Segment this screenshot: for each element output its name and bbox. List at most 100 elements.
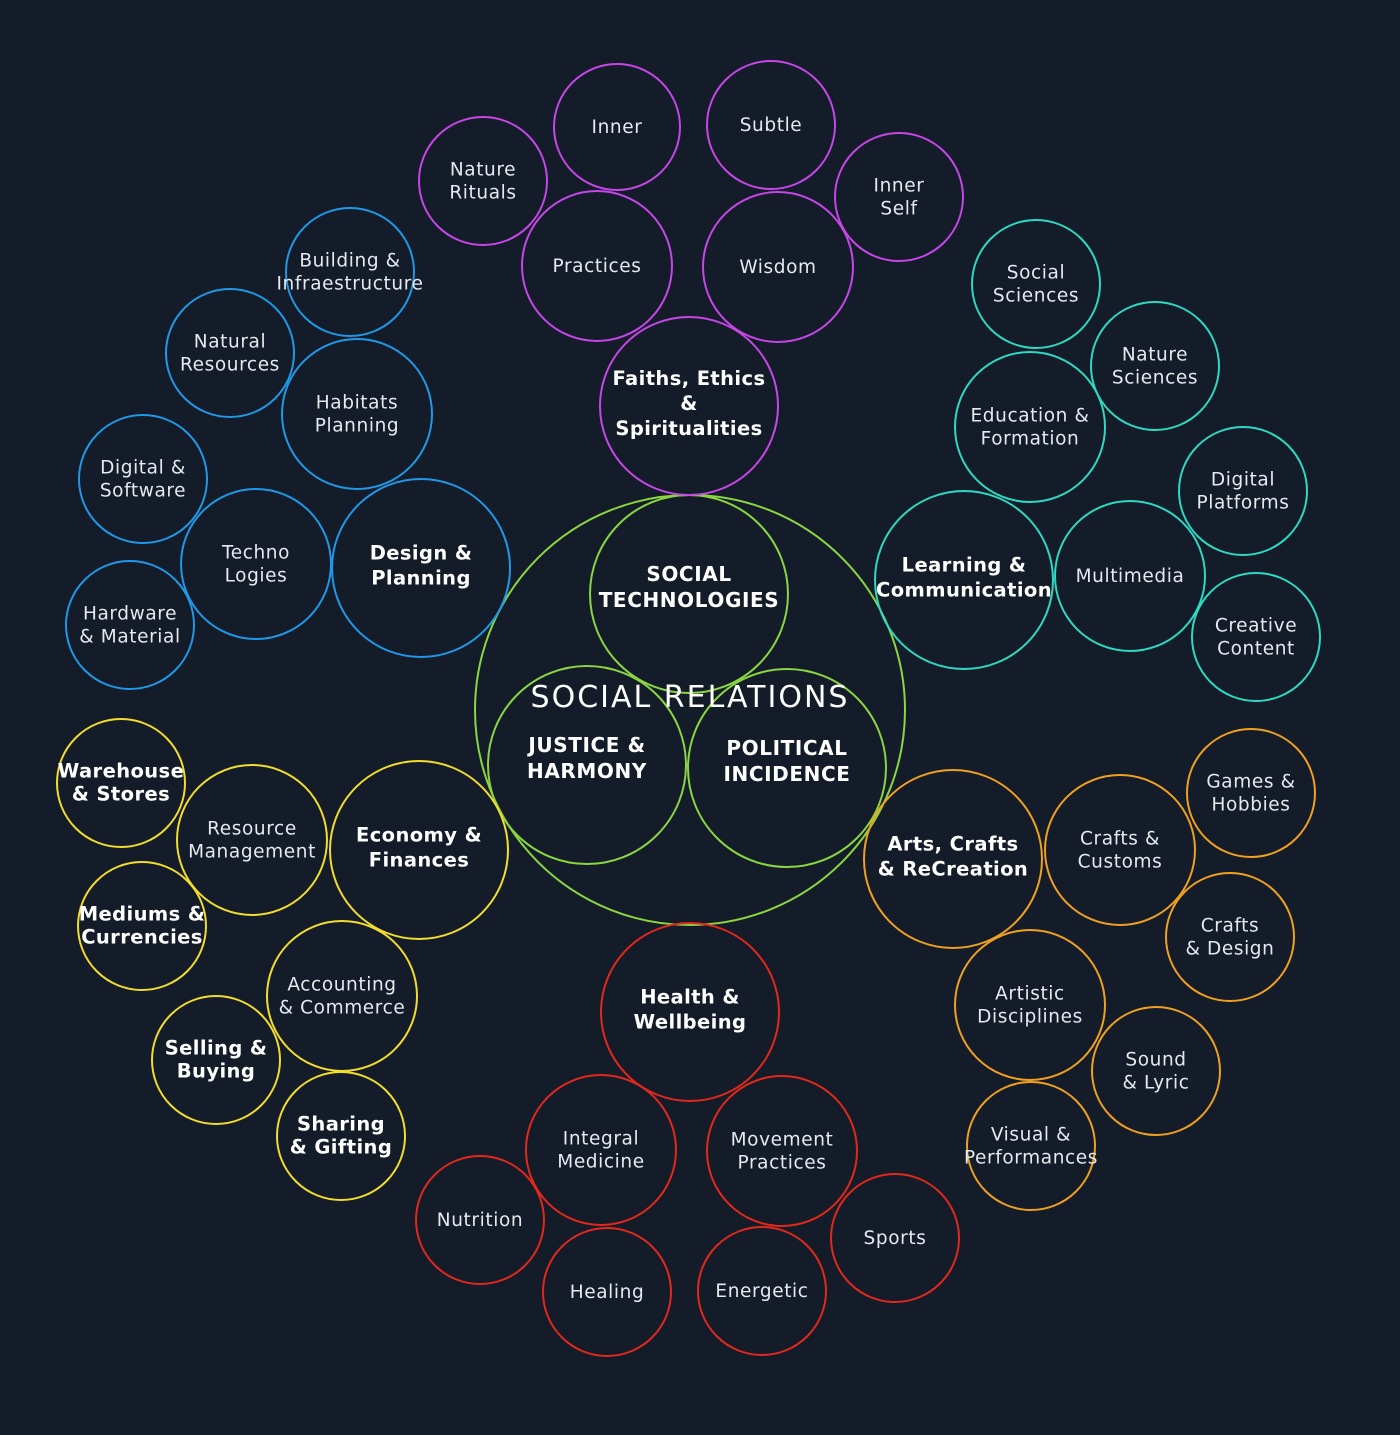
- accounting-commerce-label: Accounting& Commerce: [279, 975, 406, 1019]
- justice-harmony-label-line: HARMONY: [527, 759, 647, 783]
- crafts-customs-label-line: Customs: [1078, 852, 1163, 873]
- techno-logies-label-line: Techno: [221, 543, 290, 564]
- arts-hub-circle: [863, 769, 1043, 949]
- creative-content-label-line: Creative: [1215, 616, 1297, 637]
- accounting-commerce-circle: [266, 920, 418, 1072]
- political-incidence-label-line: INCIDENCE: [723, 762, 850, 786]
- building-infrastructure-label-line: Infraestructure: [277, 274, 424, 295]
- inner-label-line: Inner: [592, 117, 643, 138]
- natural-resources-label-line: Natural: [194, 332, 266, 353]
- inner-self-label-line: Inner: [874, 176, 925, 197]
- games-hobbies-label: Games &Hobbies: [1206, 772, 1295, 816]
- faiths-hub-circle: [599, 316, 779, 496]
- center-title: SOCIAL RELATIONS: [531, 680, 850, 715]
- techno-logies-label-line: Logies: [225, 566, 288, 587]
- economy-hub-label: Economy &Finances: [356, 824, 482, 872]
- building-infrastructure-label: Building &Infraestructure: [277, 251, 424, 295]
- building-infrastructure-label-line: Building &: [299, 251, 400, 272]
- faiths-hub-label-line: &: [680, 392, 697, 415]
- visual-performances-label-line: Visual &: [991, 1125, 1071, 1146]
- inner-self-circle: [834, 132, 964, 262]
- inner-self-label-line: Self: [880, 199, 917, 220]
- games-hobbies-label-line: Games &: [1206, 772, 1295, 793]
- sound-lyric-label-line: Sound: [1125, 1050, 1186, 1071]
- design-hub-label: Design &Planning: [370, 542, 473, 590]
- inner-circle: [553, 63, 681, 191]
- accounting-commerce-label-line: Accounting: [287, 975, 396, 996]
- sound-lyric-label-line: & Lyric: [1123, 1073, 1190, 1094]
- crafts-customs-label: Crafts &Customs: [1078, 829, 1163, 873]
- games-hobbies-label-line: Hobbies: [1211, 795, 1290, 816]
- nature-sciences-label-line: Sciences: [1112, 368, 1198, 389]
- political-incidence-circle: [687, 668, 887, 868]
- sports-label: Sports: [864, 1228, 927, 1249]
- habitats-planning-label-line: Habitats: [316, 393, 398, 414]
- digital-platforms-label-line: Digital: [1211, 470, 1275, 491]
- health-hub-label-line: Health &: [640, 986, 740, 1009]
- selling-buying-label: Selling &Buying: [165, 1037, 268, 1083]
- crafts-design-label: Crafts& Design: [1186, 916, 1275, 960]
- sharing-gifting-label-line: & Gifting: [290, 1136, 392, 1159]
- education-formation-label-line: Formation: [981, 429, 1080, 450]
- wisdom-circle: [702, 191, 854, 343]
- digital-platforms-circle: [1178, 426, 1308, 556]
- mediums-currencies-label: Mediums &Currencies: [79, 903, 205, 949]
- energetic-label-line: Energetic: [715, 1281, 808, 1302]
- natural-resources-label-line: Resources: [180, 355, 280, 376]
- warehouse-stores-circle: [56, 718, 186, 848]
- sound-lyric-label: Sound& Lyric: [1123, 1050, 1190, 1094]
- visual-performances-circle: [966, 1081, 1096, 1211]
- social-sciences-label-line: Sciences: [993, 286, 1079, 307]
- health-hub-label-line: Wellbeing: [634, 1011, 747, 1034]
- justice-harmony-label: JUSTICE &HARMONY: [526, 733, 647, 783]
- justice-harmony-circle: [487, 665, 687, 865]
- sharing-gifting-circle: [276, 1071, 406, 1201]
- resource-management-label-line: Resource: [207, 819, 297, 840]
- subtle-label: Subtle: [740, 115, 803, 136]
- arts-hub-label-line: & ReCreation: [878, 858, 1028, 881]
- learning-hub-label-line: Learning &: [902, 554, 1027, 577]
- accounting-commerce-label-line: & Commerce: [279, 998, 406, 1019]
- faiths-hub-label-line: Spiritualities: [615, 417, 762, 440]
- social-technologies-label-line: TECHNOLOGIES: [599, 588, 780, 612]
- techno-logies-circle: [180, 488, 332, 640]
- integral-medicine-label-line: Medicine: [557, 1152, 644, 1173]
- inner-label: Inner: [592, 117, 643, 138]
- sharing-gifting-label: Sharing& Gifting: [290, 1113, 392, 1159]
- political-incidence-label-line: POLITICAL: [726, 736, 847, 760]
- digital-software-circle: [78, 414, 208, 544]
- digital-software-label-line: Software: [100, 481, 186, 502]
- learning-hub-label: Learning &Communication: [876, 554, 1052, 602]
- selling-buying-label-line: Selling &: [165, 1037, 268, 1060]
- education-formation-circle: [954, 351, 1106, 503]
- subtle-circle: [706, 60, 836, 190]
- education-formation-label-line: Education &: [970, 406, 1089, 427]
- hardware-material-circle: [65, 560, 195, 690]
- games-hobbies-circle: [1186, 728, 1316, 858]
- crafts-design-label-line: & Design: [1186, 939, 1275, 960]
- crafts-customs-label-line: Crafts &: [1080, 829, 1160, 850]
- design-hub-label-line: Design &: [370, 542, 473, 565]
- energetic-label: Energetic: [715, 1281, 808, 1302]
- sharing-gifting-label-line: Sharing: [297, 1113, 385, 1136]
- digital-platforms-label-line: Platforms: [1196, 493, 1289, 514]
- building-infrastructure-circle: [285, 207, 415, 337]
- crafts-design-label-line: Crafts: [1201, 916, 1260, 937]
- crafts-customs-circle: [1044, 774, 1196, 926]
- sports-circle: [830, 1173, 960, 1303]
- economy-hub-label-line: Economy &: [356, 824, 482, 847]
